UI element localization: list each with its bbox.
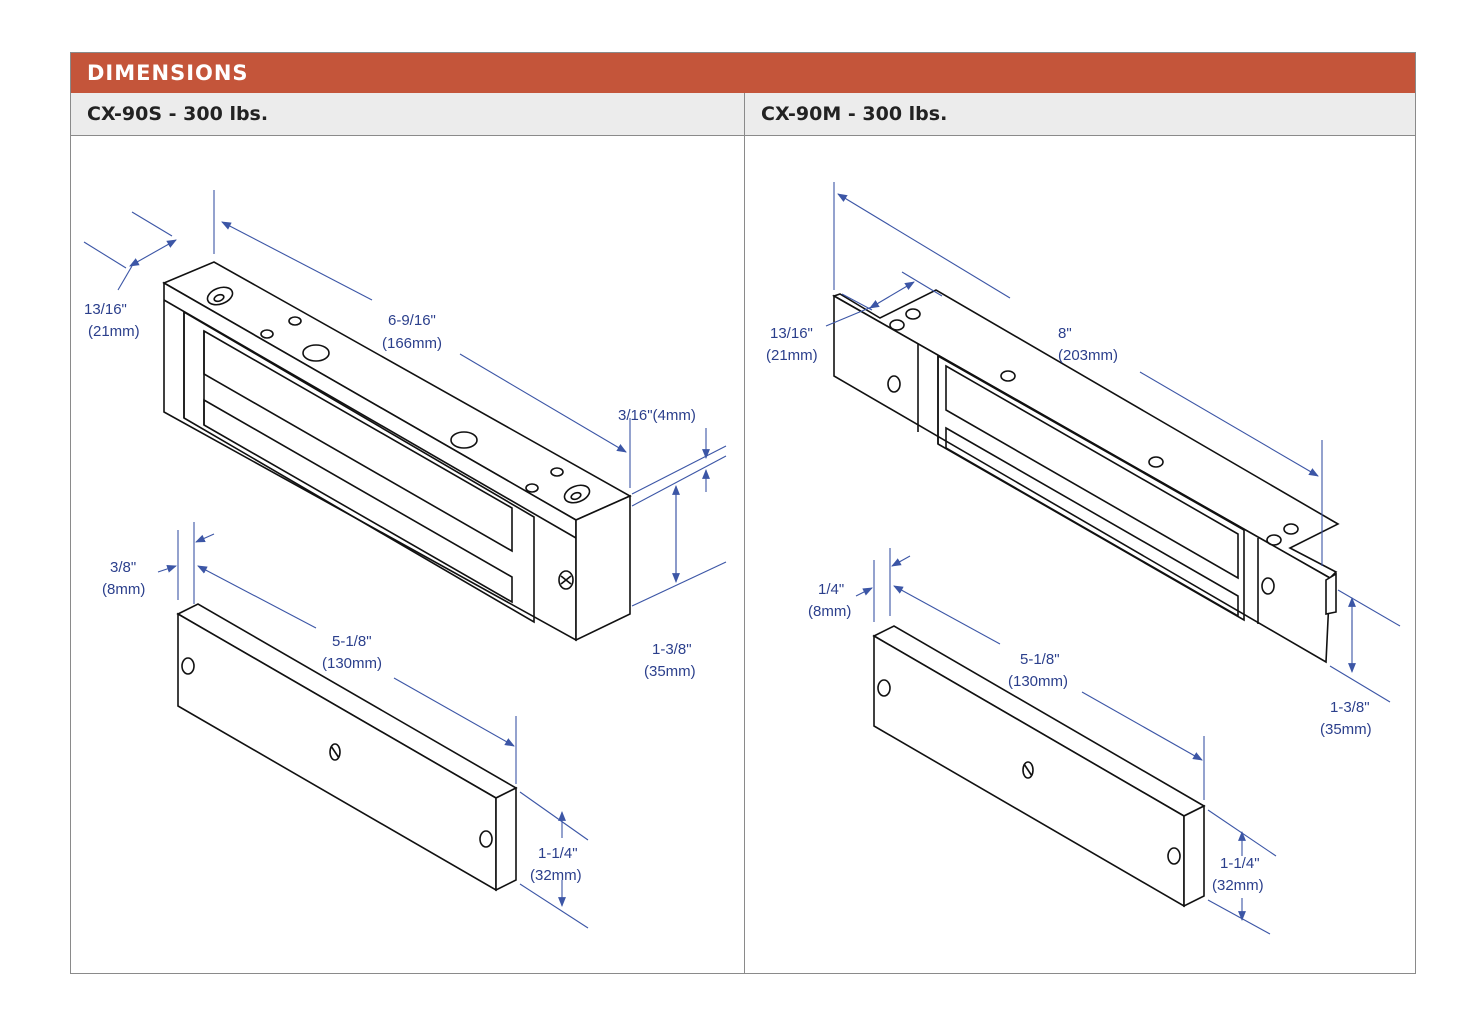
model-header-cx90m: CX-90M - 300 lbs.: [744, 93, 1415, 136]
cx90s-armature-plate: [176, 603, 518, 892]
cx90m-length-inches: 8": [1058, 325, 1072, 342]
cx90s-dimensions: 13/16" (21mm) 6-9/16" (166mm) 3/16"(4mm)…: [83, 190, 727, 929]
cx90m-length-mm: (203mm): [1058, 347, 1118, 364]
cx90m-depth-mm: (21mm): [766, 347, 818, 364]
cx90s-plate-depth-mm: (8mm): [102, 581, 145, 598]
cx90m-screws: [887, 308, 1299, 595]
cx90s-length-inches: 6-9/16": [388, 312, 436, 329]
cx90m-depth-inches: 13/16": [770, 325, 813, 342]
column-divider: [744, 136, 745, 974]
cx90s-plate-length-inches: 5-1/8": [332, 633, 372, 650]
cx90s-depth-mm: (21mm): [88, 323, 140, 340]
cx90m-magnet-drawing: [832, 289, 1340, 664]
cx90m-dimensions: 8" (203mm) 13/16" (21mm) 1-3/8" (35mm) 1…: [766, 182, 1401, 935]
cx90m-plate-height-inches: 1-1/4": [1220, 855, 1260, 872]
cx90s-lip-dimension: 3/16"(4mm): [618, 407, 696, 424]
cx90s-plate-length-mm: (130mm): [322, 655, 382, 672]
cx90s-height-inches: 1-3/8": [652, 641, 692, 658]
cx90m-plate-length-inches: 5-1/8": [1020, 651, 1060, 668]
model-header-cx90s: CX-90S - 300 lbs.: [71, 93, 744, 136]
cx90s-height-mm: (35mm): [644, 663, 696, 680]
section-banner: DIMENSIONS: [71, 53, 1415, 93]
cx90s-plate-height-inches: 1-1/4": [538, 845, 578, 862]
cx90m-plate-depth-mm: (8mm): [808, 603, 851, 620]
section-title: DIMENSIONS: [87, 61, 249, 85]
cx90m-armature-plate: [872, 625, 1206, 908]
cx90s-length-mm: (166mm): [382, 335, 442, 352]
cx90m-plate-height-mm: (32mm): [1212, 877, 1264, 894]
cx90m-height-mm: (35mm): [1320, 721, 1372, 738]
cx90m-height-inches: 1-3/8": [1330, 699, 1370, 716]
cx90m-plate-length-mm: (130mm): [1008, 673, 1068, 690]
cx90s-plate-depth-inches: 3/8": [110, 559, 136, 576]
model-title-cx90s: CX-90S - 300 lbs.: [87, 103, 269, 125]
cx90s-depth-inches: 13/16": [84, 301, 127, 318]
cx90s-plate-height-mm: (32mm): [530, 867, 582, 884]
model-title-cx90m: CX-90M - 300 lbs.: [761, 103, 948, 125]
cx90m-plate-depth-inches: 1/4": [818, 581, 844, 598]
cx90s-magnet-drawing: [162, 261, 632, 642]
